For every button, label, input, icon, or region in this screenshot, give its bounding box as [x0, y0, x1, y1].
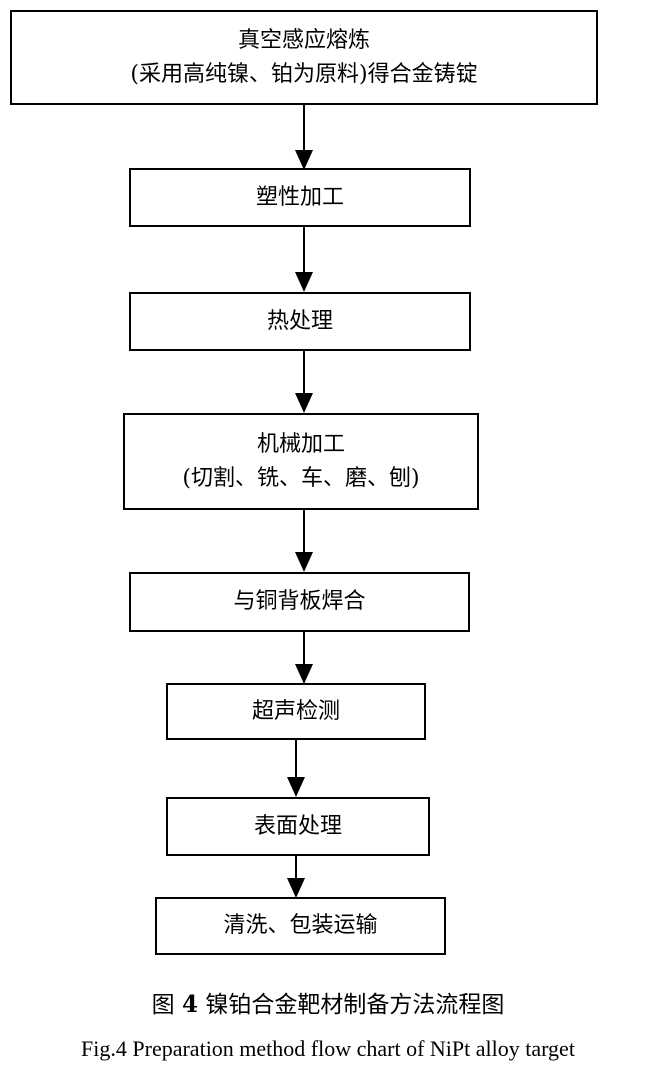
flow-step-backing-plate-bonding: 与铜背板焊合: [129, 572, 470, 632]
flow-step-heat-treatment: 热处理: [129, 292, 471, 351]
flow-step-surface-treatment: 表面处理: [166, 797, 430, 856]
flow-step-label: 真空感应熔炼: [237, 27, 370, 53]
flow-step-label: 塑性加工: [255, 184, 344, 210]
caption-prefix: 图: [151, 992, 175, 1018]
flow-step-label: 表面处理: [253, 813, 342, 839]
flow-step-label: 机械加工: [256, 431, 345, 457]
flow-step-vacuum-melting: 真空感应熔炼 (采用高纯镍、铂为原料)得合金铸锭: [10, 10, 598, 105]
caption-figure-number: 4: [181, 991, 198, 1018]
flow-step-label: 与铜背板焊合: [233, 589, 366, 614]
flow-step-label: 超声检测: [251, 698, 340, 724]
flow-step-label: 热处理: [266, 308, 333, 334]
flow-step-ultrasonic-testing: 超声检测: [166, 683, 426, 740]
figure-caption-chinese: 图 4 镍铂合金靶材制备方法流程图: [0, 985, 656, 1019]
flow-step-plastic-working: 塑性加工: [129, 168, 471, 227]
flow-step-sublabel: (切割、铣、车、磨、刨): [182, 465, 420, 491]
caption-text: 镍铂合金靶材制备方法流程图: [205, 992, 505, 1018]
flow-step-sublabel: (采用高纯镍、铂为原料)得合金铸锭: [130, 61, 478, 87]
flow-step-label: 清洗、包装运输: [223, 913, 378, 938]
figure-caption-english: Fig.4 Preparation method flow chart of N…: [81, 1036, 575, 1061]
flow-step-cleaning-packaging: 清洗、包装运输: [155, 897, 446, 955]
flow-step-machining: 机械加工 (切割、铣、车、磨、刨): [123, 413, 479, 510]
